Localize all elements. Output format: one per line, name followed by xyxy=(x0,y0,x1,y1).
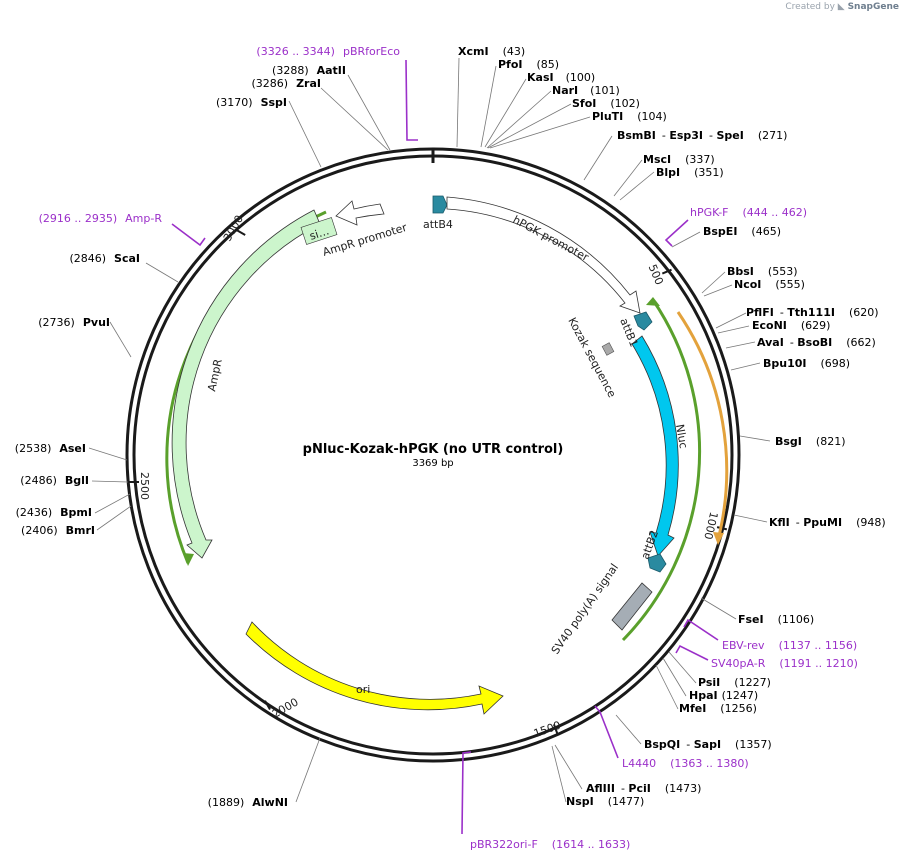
enzyme-leader-lines xyxy=(88,57,771,803)
svg-text:2000: 2000 xyxy=(270,695,301,720)
svg-text:500: 500 xyxy=(646,263,666,287)
label-signal-peptide: si… xyxy=(308,224,331,242)
credit-brand: SnapGene xyxy=(847,2,899,12)
svg-text:(2916 .. 2935)Amp-R: (2916 .. 2935)Amp-R xyxy=(39,212,163,225)
orf-nluc-orange-arc xyxy=(676,311,729,541)
enzyme-bsmbi-esp3i-spei: BsmBI- Esp3I- SpeI(271) xyxy=(617,129,787,142)
snapgene-logo-icon: ◣ xyxy=(837,2,845,12)
enzyme-nari: NarI(101) xyxy=(552,84,620,97)
primer-ebv-rev: EBV-rev(1137 .. 1156) xyxy=(683,618,857,652)
enzyme-pflfi-tth111i: PflFI- Tth111I(620) xyxy=(746,306,879,319)
feature-attb1 xyxy=(633,311,653,331)
tick-3000: 3000 xyxy=(221,213,246,244)
enzyme-hpai: HpaI(1247) xyxy=(689,689,758,702)
enzyme-asei: (2538)AseI xyxy=(15,442,86,455)
enzyme-bsgi: BsgI(821) xyxy=(775,435,846,448)
enzyme-psii: PsiI(1227) xyxy=(698,676,771,689)
enzyme-bgli: (2486)BglI xyxy=(20,474,89,487)
feature-ampr-promoter xyxy=(335,200,385,226)
enzyme-blpi: BlpI(351) xyxy=(656,166,724,179)
svg-text:hPGK-F(444 .. 462): hPGK-F(444 .. 462) xyxy=(690,206,807,219)
features xyxy=(171,195,679,715)
enzyme-econi: EcoNI(629) xyxy=(752,319,830,332)
plasmid-name: pNluc-Kozak-hPGK (no UTR control) xyxy=(303,442,564,457)
label-nluc: Nluc xyxy=(673,423,690,449)
label-ori: ori xyxy=(356,683,370,696)
enzyme-kasi: KasI(100) xyxy=(527,71,595,84)
enzyme-zrai: (3286)ZraI xyxy=(252,77,322,90)
backbone-outer-ring xyxy=(125,147,741,763)
plasmid-backbone xyxy=(125,147,741,763)
orf-amp-green-arrowhead xyxy=(183,553,194,566)
enzyme-aatii: (3288)AatII xyxy=(272,64,346,77)
plasmid-title-block: pNluc-Kozak-hPGK (no UTR control) 3369 b… xyxy=(303,442,564,469)
enzyme-alwni: (1889)AlwNI xyxy=(208,796,288,809)
credit-prefix: Created by xyxy=(785,2,835,12)
enzyme-pvui: (2736)PvuI xyxy=(38,316,110,329)
enzyme-bpu10i: Bpu10I(698) xyxy=(763,357,850,370)
enzyme-bbsi: BbsI(553) xyxy=(727,265,798,278)
svg-text:SV40pA-R(1191 .. 1210): SV40pA-R(1191 .. 1210) xyxy=(711,657,858,670)
enzyme-bspei: BspEI(465) xyxy=(703,225,781,238)
svg-text:EBV-rev(1137 .. 1156): EBV-rev(1137 .. 1156) xyxy=(722,639,857,652)
enzyme-scai: (2846)ScaI xyxy=(69,252,140,265)
svg-text:2500: 2500 xyxy=(138,472,151,500)
enzyme-xcmi: XcmI(43) xyxy=(458,45,525,58)
svg-text:1500: 1500 xyxy=(532,719,563,741)
enzyme-bmri: (2406)BmrI xyxy=(21,524,95,537)
enzyme-bpmi: (2436)BpmI xyxy=(16,506,92,519)
feature-hpgk-promoter xyxy=(446,196,641,314)
feature-attb4 xyxy=(432,195,448,214)
primer-pbrforeco: (3326 .. 3344)pBRforEco xyxy=(256,45,418,141)
primer-sv40pa-r: SV40pA-R(1191 .. 1210) xyxy=(675,644,858,670)
svg-text:L4440(1363 .. 1380): L4440(1363 .. 1380) xyxy=(622,757,749,770)
enzyme-labels: XcmI(43) PfoI(85) KasI(100) NarI(101) Sf… xyxy=(15,45,886,809)
orf-nluc-orange-arrowhead xyxy=(713,532,724,545)
primers: (3326 .. 3344)pBRforEco (2916 .. 2935)Am… xyxy=(39,45,858,851)
orf-nluc-green-arrowhead xyxy=(646,297,660,306)
enzyme-fsei: FseI(1106) xyxy=(738,613,814,626)
label-kozak: Kozak sequence xyxy=(565,315,618,400)
enzyme-sspi: (3170)SspI xyxy=(216,96,287,109)
enzyme-pluti: PluTI(104) xyxy=(592,110,667,123)
svg-text:(3326 .. 3344)pBRforEco: (3326 .. 3344)pBRforEco xyxy=(256,45,400,58)
primer-hpgk-f: hPGK-F(444 .. 462) xyxy=(664,206,807,247)
label-ampr: AmpR xyxy=(205,357,225,392)
plasmid-length: 3369 bp xyxy=(412,458,453,469)
enzyme-ncoi: NcoI(555) xyxy=(734,278,805,291)
feature-ampr xyxy=(171,209,321,559)
feature-signal-peptide xyxy=(300,217,338,245)
feature-kozak xyxy=(601,342,615,356)
feature-nluc xyxy=(631,335,679,557)
enzyme-afliii-pcii: AflIII- PciI(1473) xyxy=(586,782,701,795)
enzyme-msci: MscI(337) xyxy=(643,153,715,166)
feature-sv40-polya xyxy=(611,582,653,631)
svg-text:3000: 3000 xyxy=(221,213,246,244)
enzyme-mfei: MfeI(1256) xyxy=(679,702,757,715)
feature-ori xyxy=(245,621,504,715)
enzyme-pfoi: PfoI(85) xyxy=(498,58,559,71)
orf-nluc-green-arc xyxy=(621,299,702,642)
label-attb4: attB4 xyxy=(423,218,453,231)
feature-attb2 xyxy=(647,553,667,573)
enzyme-nspi: NspI(1477) xyxy=(566,795,644,808)
snapgene-credit: Created by ◣ SnapGene xyxy=(785,2,899,12)
label-hpgk-promoter: hPGK promoter xyxy=(511,213,592,264)
primer-amp-r: (2916 .. 2935)Amp-R xyxy=(39,212,206,247)
svg-text:pBR322ori-F(1614 .. 1633): pBR322ori-F(1614 .. 1633) xyxy=(470,838,630,851)
enzyme-avai-bsobi: AvaI- BsoBI(662) xyxy=(757,336,876,349)
tick-2500: 2500 xyxy=(129,472,151,500)
primer-l4440: L4440(1363 .. 1380) xyxy=(594,705,749,770)
enzyme-bspqi-sapi: BspQI- SapI(1357) xyxy=(644,738,772,751)
primer-pbr322ori-f: pBR322ori-F(1614 .. 1633) xyxy=(461,751,630,851)
enzyme-kfli-ppumi: KflI- PpuMI(948) xyxy=(769,516,886,529)
enzyme-sfoi: SfoI(102) xyxy=(572,97,640,110)
label-sv40-polya: SV40 poly(A) signal xyxy=(549,561,621,656)
